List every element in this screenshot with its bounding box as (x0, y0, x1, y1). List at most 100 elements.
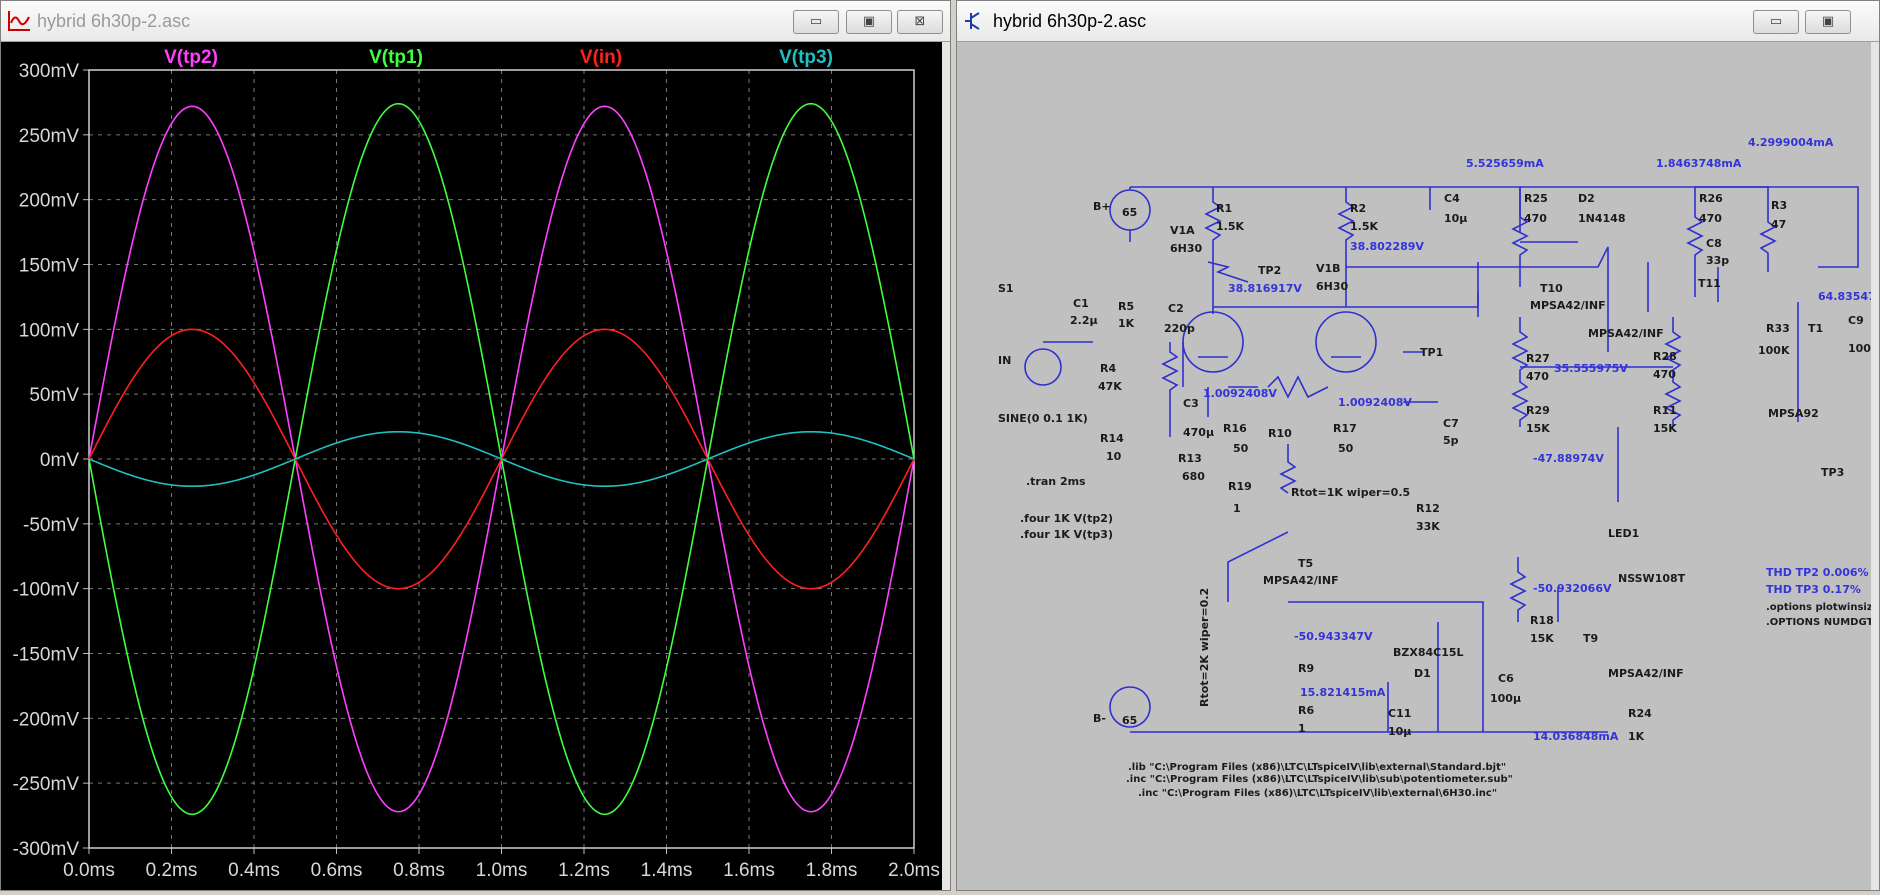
schematic-drawing[interactable]: R1 1.5K R2 1.5K V1A 6H30 V1B 6H30 C4 10µ… (958, 42, 1880, 890)
probe-tp2-voltage: 38.816917V (1228, 282, 1302, 295)
c8-label: C8 (1706, 237, 1722, 250)
probe-r16-voltage: 1.0092408V (1203, 387, 1277, 400)
c9-label: C9 (1848, 314, 1864, 327)
four1-directive: .four 1K V(tp2) (1020, 512, 1113, 525)
bminus-value: 65 (1122, 714, 1137, 727)
probe-r11-voltage: -47.88974V (1533, 452, 1604, 465)
c7-value: 5p (1443, 434, 1459, 447)
waveform-icon (8, 11, 30, 31)
tran-directive: .tran 2ms (1026, 475, 1086, 488)
x-tick-label: 2.0ms (888, 860, 940, 881)
r13-label: R13 (1178, 452, 1202, 465)
bplus-label: B+ (1093, 200, 1111, 213)
c3-label: C3 (1183, 397, 1199, 410)
probe-r28-voltage: 35.555975V (1554, 362, 1628, 375)
probe-r25-current: 5.525659mA (1466, 157, 1544, 170)
t10-label: T10 (1540, 282, 1563, 295)
thd-tp3: THD TP3 0.17% (1766, 583, 1861, 596)
r33-value: 100K (1758, 344, 1790, 357)
y-tick-label: -200mV (12, 709, 79, 730)
mpsa92-label: MPSA92 (1768, 407, 1819, 420)
t5-value: MPSA42/INF (1263, 574, 1339, 587)
bminus-label: B- (1093, 712, 1106, 725)
options-plotwinsize: .options plotwinsize=0 (1766, 602, 1871, 613)
x-tick-label: 0.0ms (63, 860, 115, 881)
v1a-type: 6H30 (1170, 242, 1203, 255)
tp2-probe: TP2 (1258, 264, 1281, 277)
r12-value: 33K (1416, 520, 1440, 533)
r18-label: R18 (1530, 614, 1554, 627)
r16-label: R16 (1223, 422, 1247, 435)
led1-value: NSSW108T (1618, 572, 1686, 585)
r4-label: R4 (1100, 362, 1116, 375)
four2-directive: .four 1K V(tp3) (1020, 528, 1113, 541)
r10-label: R10 (1268, 427, 1292, 440)
r26-value: 470 (1699, 212, 1722, 225)
led1-label: LED1 (1608, 527, 1639, 540)
r25-value: 470 (1524, 212, 1547, 225)
legend-entry: V(in) (580, 47, 622, 68)
v1b-label: V1B (1316, 262, 1341, 275)
t5-label: T5 (1298, 557, 1313, 570)
probe-r24-current: 14.036848mA (1533, 730, 1619, 743)
thd-tp2: THD TP2 0.006% (1766, 566, 1869, 579)
t10-value: MPSA42/INF (1530, 299, 1606, 312)
schematic-scrollbar[interactable] (1871, 42, 1879, 890)
x-tick-label: 1.0ms (476, 860, 528, 881)
x-tick-label: 0.6ms (311, 860, 363, 881)
c9-value: 100p (1848, 342, 1871, 355)
c2-value: 220p (1164, 322, 1195, 335)
r24-value: 1K (1628, 730, 1645, 743)
r33-label: R33 (1766, 322, 1790, 335)
r19-value: 1 (1233, 502, 1241, 515)
y-tick-label: 100mV (19, 320, 80, 341)
c11-label: C11 (1388, 707, 1411, 720)
schematic-titlebar[interactable]: hybrid 6h30p-2.asc ▭ ▣ (957, 1, 1879, 42)
schematic-wires (1024, 186, 1859, 733)
y-tick-label: 150mV (19, 256, 80, 277)
r3-label: R3 (1771, 199, 1787, 212)
schematic-canvas[interactable]: R1 1.5K R2 1.5K V1A 6H30 V1B 6H30 C4 10µ… (958, 42, 1880, 890)
legend-entry: V(tp3) (779, 47, 833, 68)
y-tick-label: -250mV (12, 774, 79, 795)
probe-r3-current: 4.2999004mA (1748, 136, 1834, 149)
legend-entry: V(tp1) (369, 47, 423, 68)
tp3-probe: TP3 (1821, 466, 1844, 479)
r28-label: R28 (1653, 350, 1677, 363)
probe-t5-voltage: -50.943347V (1294, 630, 1373, 643)
x-tick-label: 1.4ms (641, 860, 693, 881)
r2-label: R2 (1350, 202, 1366, 215)
r5-value: 1K (1118, 317, 1135, 330)
probe-r9-current: 15.821415mA (1300, 686, 1386, 699)
minimize-button[interactable]: ▭ (1753, 10, 1799, 34)
r2-value: 1.5K (1350, 220, 1378, 233)
minimize-button[interactable]: ▭ (793, 10, 839, 34)
r13-value: 680 (1182, 470, 1205, 483)
legend-entry: V(tp2) (164, 47, 218, 68)
r28-value: 470 (1653, 368, 1676, 381)
r18-value: 15K (1530, 632, 1554, 645)
close-button[interactable]: ⊠ (897, 10, 943, 34)
d1-label: D1 (1414, 667, 1431, 680)
t10b-value: MPSA42/INF (1588, 327, 1664, 340)
r19-label: R19 (1228, 480, 1252, 493)
series-line-vtp3 (88, 430, 915, 488)
r6-value: 1 (1298, 722, 1306, 735)
inc2-directive: .inc "C:\Program Files (x86)\LTC\LTspice… (1138, 788, 1497, 799)
y-tick-label: -300mV (12, 839, 79, 860)
d2-value: 1N4148 (1578, 212, 1625, 225)
maximize-button[interactable]: ▣ (846, 10, 892, 34)
plot-scrollbar[interactable] (942, 42, 950, 890)
options-numdgt: .OPTIONS NUMDGT=8 (1766, 617, 1871, 628)
probe-r18-voltage: -50.932066V (1533, 582, 1612, 595)
r11-label: R11 (1653, 404, 1677, 417)
x-tick-label: 0.8ms (393, 860, 445, 881)
y-tick-label: 50mV (29, 385, 79, 406)
c7-label: C7 (1443, 417, 1459, 430)
waveform-titlebar[interactable]: hybrid 6h30p-2.asc ▭ ▣ ⊠ (1, 1, 950, 42)
maximize-button[interactable]: ▣ (1805, 10, 1851, 34)
y-tick-label: 250mV (19, 126, 80, 147)
